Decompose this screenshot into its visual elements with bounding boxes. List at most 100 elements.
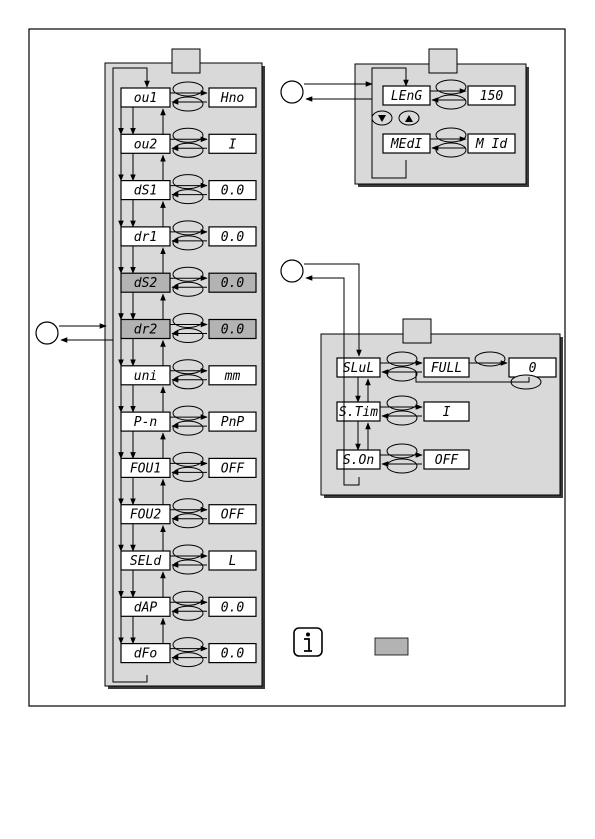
set-button-lower-8[interactable]: [173, 467, 203, 481]
param-8-value-label: OFF: [221, 461, 246, 476]
param-6-value: mm: [209, 366, 256, 385]
br-param-0-value-label: FULL: [431, 361, 462, 376]
param-11-value: 0.0: [209, 597, 256, 616]
param-10-code: SELd: [121, 551, 170, 570]
param-12-code-label: dFo: [134, 647, 158, 662]
br-param-2-code-label: S.On: [343, 453, 374, 468]
param-7-value-label: PnP: [221, 415, 245, 430]
set-button-upper-4[interactable]: [173, 267, 203, 281]
param-12-code: dFo: [121, 644, 170, 663]
param-8-value: OFF: [209, 458, 256, 477]
param-7-code: P-n: [121, 412, 170, 431]
tr-param-1-value-label: M Id: [475, 137, 507, 152]
br-param-0-value2: 0: [509, 358, 556, 377]
param-9-value: OFF: [209, 505, 256, 524]
param-0-value-label: Hno: [220, 91, 245, 106]
br-set-button-upper-1[interactable]: [387, 396, 417, 410]
tr-set-button-lower-1[interactable]: [436, 143, 466, 157]
set-button-lower-1[interactable]: [173, 143, 203, 157]
br-param-1-value-label: I: [443, 405, 451, 420]
set-button-lower-0[interactable]: [173, 97, 203, 111]
up-arrow-button[interactable]: [399, 111, 419, 125]
set-button-lower-5[interactable]: [173, 329, 203, 343]
tr-set-button-upper-0[interactable]: [436, 80, 466, 94]
param-4-code-label: dS2: [134, 276, 158, 291]
br-param-2-code: S.On: [337, 450, 380, 469]
param-6-code: uni: [121, 366, 170, 385]
param-3-code: dr1: [121, 227, 170, 246]
param-8-code: FOU1: [121, 458, 170, 477]
set-button-upper-6[interactable]: [173, 360, 203, 374]
set-button-upper-10[interactable]: [173, 545, 203, 559]
tr-param-0-value-label: 150: [480, 89, 504, 104]
entry-circle-top-right: [281, 81, 303, 103]
param-5-code-label: dr2: [134, 323, 158, 338]
tr-param-1-code: MEdI: [383, 134, 430, 153]
set-button-lower-9[interactable]: [173, 514, 203, 528]
tr-set-button-lower-0[interactable]: [436, 95, 466, 109]
br-set-button-lower-2[interactable]: [387, 459, 417, 473]
param-4-value: 0.0: [209, 273, 256, 292]
param-5-value: 0.0: [209, 320, 256, 339]
param-6-code-label: uni: [134, 369, 157, 384]
set-button-upper-11[interactable]: [173, 591, 203, 605]
set-button-lower-10[interactable]: [173, 560, 203, 574]
br-set-button-upper-2[interactable]: [387, 444, 417, 458]
set-button-lower-11[interactable]: [173, 606, 203, 620]
set-button-upper-12[interactable]: [173, 638, 203, 652]
br-param-1-code-label: S.Tim: [339, 405, 378, 420]
set-button-lower-4[interactable]: [173, 282, 203, 296]
top-right-menu-panel: [355, 49, 529, 187]
info-icon: [294, 628, 322, 656]
param-10-value-label: L: [229, 554, 237, 569]
br-param-0-value: FULL: [424, 358, 469, 377]
set-button-lower-12[interactable]: [173, 653, 203, 667]
param-4-code: dS2: [121, 273, 170, 292]
param-11-value-label: 0.0: [221, 600, 245, 615]
br-set-button-lower-0[interactable]: [387, 367, 417, 381]
param-2-code: dS1: [121, 181, 170, 200]
set-button-upper-9[interactable]: [173, 499, 203, 513]
set-button-upper-5[interactable]: [173, 314, 203, 328]
param-10-code-label: SELd: [130, 554, 161, 569]
br-param-2-value: OFF: [424, 450, 469, 469]
param-5-code: dr2: [121, 320, 170, 339]
param-6-value-label: mm: [224, 369, 241, 384]
set-button-upper-1[interactable]: [173, 128, 203, 142]
br-set-button-upper-0[interactable]: [387, 352, 417, 366]
tr-param-0-value: 150: [468, 86, 515, 105]
set-button-lower-3[interactable]: [173, 236, 203, 250]
set-button-upper-2[interactable]: [173, 175, 203, 189]
param-9-code-label: FOU2: [130, 508, 161, 523]
br-set-button-lower-1[interactable]: [387, 411, 417, 425]
param-1-code: ou2: [121, 134, 170, 153]
param-3-value-label: 0.0: [221, 230, 245, 245]
param-2-value: 0.0: [209, 181, 256, 200]
br-param-1-value: I: [424, 402, 469, 421]
top-right-menu-tab: [429, 49, 457, 73]
set-button-upper-0[interactable]: [173, 82, 203, 96]
param-3-value: 0.0: [209, 227, 256, 246]
param-11-code-label: dAP: [134, 600, 158, 615]
br-param-2-value-label: OFF: [435, 453, 460, 468]
set-button-upper-3[interactable]: [173, 221, 203, 235]
br-set-button-extra-upper-0[interactable]: [475, 352, 505, 366]
tr-param-1-code-label: MEdI: [390, 137, 422, 152]
set-button-lower-2[interactable]: [173, 190, 203, 204]
param-12-value: 0.0: [209, 644, 256, 663]
set-button-upper-8[interactable]: [173, 452, 203, 466]
param-10-value: L: [209, 551, 256, 570]
param-7-code-label: P-n: [134, 415, 157, 430]
set-button-lower-6[interactable]: [173, 375, 203, 389]
param-1-value: I: [209, 134, 256, 153]
param-2-code-label: dS1: [134, 184, 157, 199]
param-1-code-label: ou2: [134, 137, 158, 152]
set-button-lower-7[interactable]: [173, 421, 203, 435]
set-button-upper-7[interactable]: [173, 406, 203, 420]
param-11-code: dAP: [121, 597, 170, 616]
down-arrow-button[interactable]: [372, 111, 392, 125]
left-menu-tab: [172, 49, 200, 73]
tr-set-button-upper-1[interactable]: [436, 128, 466, 142]
param-12-value-label: 0.0: [221, 647, 245, 662]
entry-circle-left: [36, 322, 58, 344]
